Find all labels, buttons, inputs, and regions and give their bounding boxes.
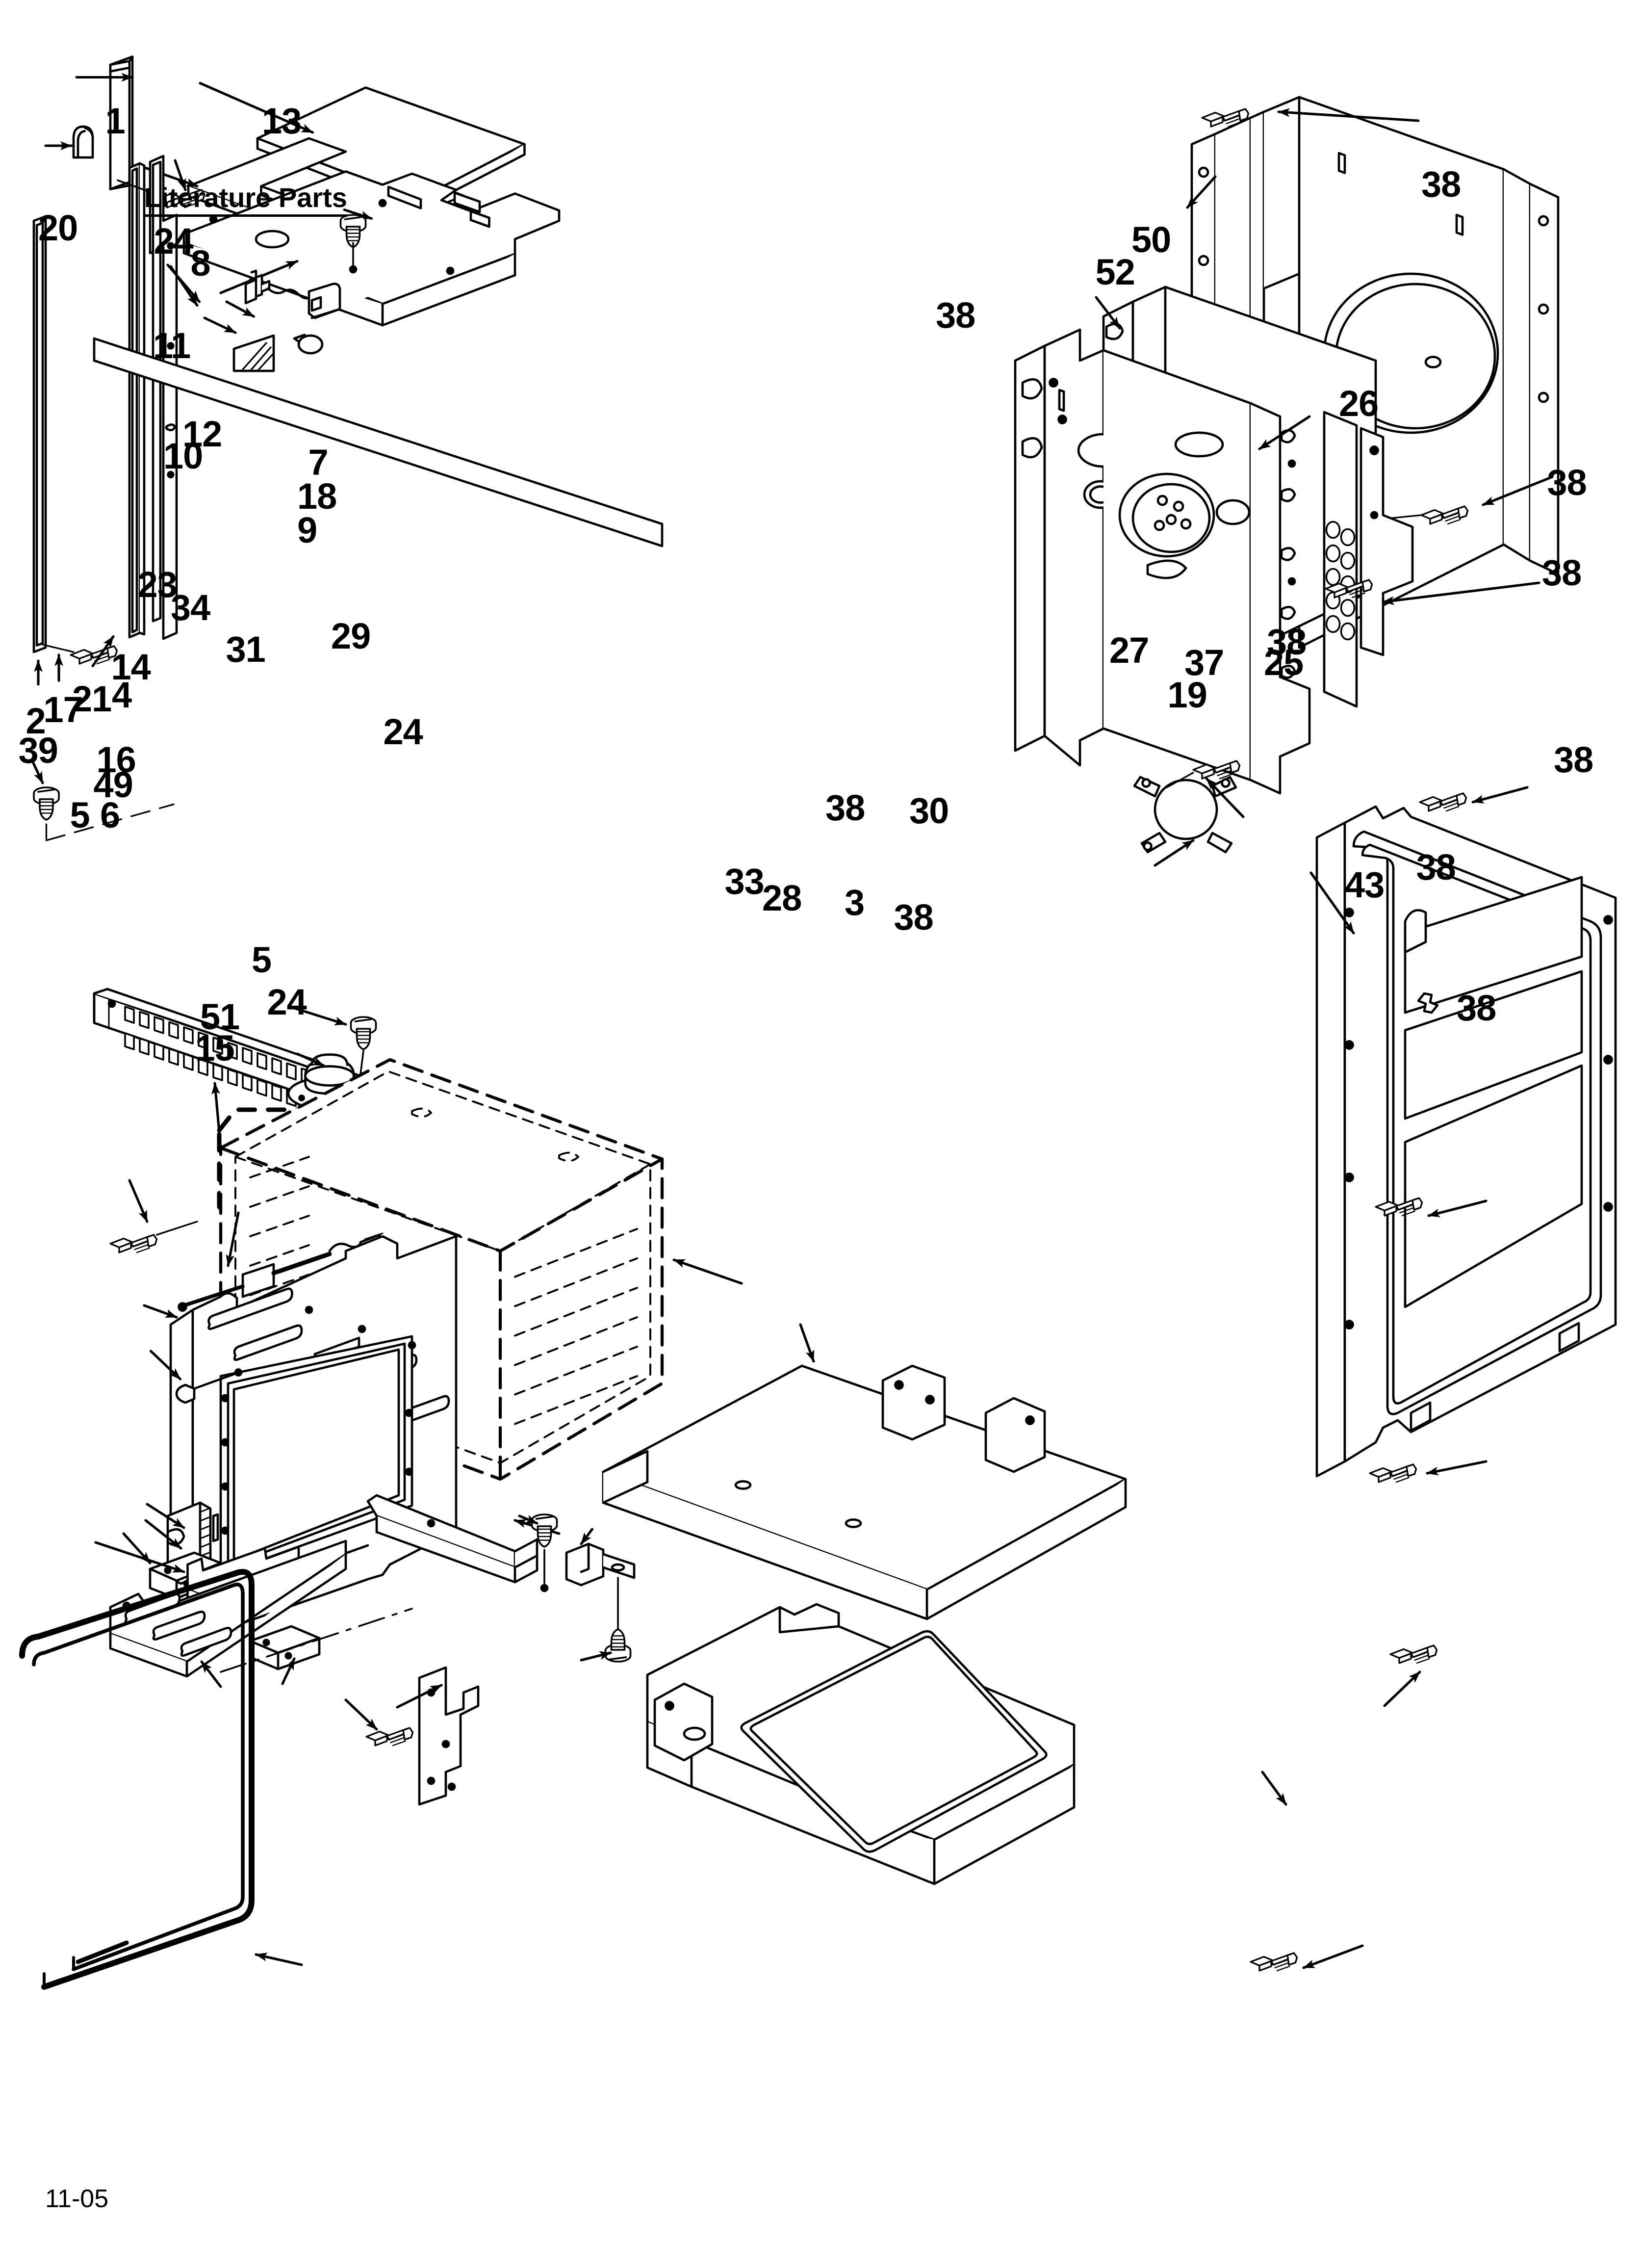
callout-50: 50 [1131, 219, 1171, 260]
callout-33: 33 [724, 860, 765, 902]
callout-38-side-b: 38 [1542, 552, 1582, 593]
callout-21: 21 [72, 678, 112, 719]
callout-38-pan: 38 [1416, 847, 1456, 887]
part-14-side-rail [149, 155, 178, 640]
callout-23: 23 [137, 564, 178, 605]
part-21-side-trim [128, 162, 146, 639]
callout-26: 26 [1339, 383, 1379, 424]
callout-43: 43 [1345, 864, 1385, 905]
callout-2: 2 [26, 700, 46, 741]
callout-38-shelf: 38 [936, 295, 975, 336]
screw-39 [34, 787, 59, 820]
part-43-bottom-pan [646, 1603, 1076, 1885]
part-4-pin [175, 1368, 243, 1404]
screw-38-panel-b [1370, 1464, 1416, 1482]
callout-52: 52 [1095, 251, 1135, 292]
callout-38-limiter: 38 [1267, 622, 1307, 662]
callout-29: 29 [331, 616, 371, 656]
part-19-deck-panel [602, 1364, 1127, 1620]
callout-28: 28 [762, 878, 802, 918]
callout-10: 10 [163, 435, 203, 476]
part-34-vent-grille [93, 337, 664, 547]
callout-25: 25 [1264, 642, 1304, 683]
screw-38-pan-bottom [1251, 1953, 1297, 1971]
callout-9: 9 [297, 510, 317, 550]
callout-5-lower: 5 [252, 939, 272, 980]
screw-28 [366, 1728, 413, 1746]
part-2-rod [32, 215, 47, 653]
callout-38-side-a: 38 [1547, 462, 1587, 503]
callout-39: 39 [18, 730, 58, 771]
callout-14: 14 [111, 647, 151, 687]
part-25-inner-panel [1315, 805, 1617, 1478]
screw-23 [110, 1235, 157, 1252]
callout-7: 7 [308, 442, 329, 483]
part-20-end-cap [72, 125, 94, 159]
callout-38-pan-bottom: 38 [1457, 987, 1496, 1028]
callout-49: 49 [93, 764, 133, 805]
callout-38-deck: 38 [1554, 739, 1593, 780]
callout-37: 37 [1184, 642, 1224, 683]
part-26-side-panel [1014, 328, 1414, 795]
part-5-block-lower [249, 1625, 321, 1670]
callout-3: 3 [845, 882, 865, 923]
callout-30: 30 [909, 790, 949, 831]
callout-34: 34 [171, 587, 210, 628]
callout-13: 13 [262, 101, 302, 141]
part-15-gasket [19, 1569, 255, 1990]
callout-19: 19 [1167, 675, 1207, 715]
callout-1: 1 [105, 101, 126, 141]
callout-27: 27 [1109, 629, 1149, 671]
callout-16: 16 [96, 739, 136, 780]
callout-24-lower: 24 [267, 981, 307, 1022]
callout-18: 18 [297, 476, 337, 517]
screw-18 [351, 1017, 376, 1049]
part-33-angle-rail [366, 1494, 539, 1584]
callout-6: 6 [100, 794, 120, 835]
screw-38-lower [606, 1629, 631, 1662]
group-label-literature-parts: Literature Parts [144, 184, 347, 217]
screw-17 [71, 646, 117, 664]
part-30-clip [565, 1542, 636, 1587]
callout-8: 8 [190, 242, 211, 284]
callout-38-lower: 38 [894, 897, 934, 938]
sheet-revision-code: 11-05 [45, 2185, 109, 2213]
screw-38-panel-a [1420, 793, 1466, 811]
callout-51: 51 [200, 996, 240, 1037]
callout-4: 4 [112, 675, 132, 715]
part-37-thermal-limiter [1133, 776, 1237, 854]
callout-24-cavity: 24 [383, 711, 423, 752]
callout-38-rear-top: 38 [1421, 164, 1461, 205]
callout-5-upper: 5 [70, 794, 90, 835]
callout-11: 11 [153, 325, 191, 366]
screw-38-pan-top [1390, 1645, 1437, 1663]
callout-31: 31 [226, 629, 266, 670]
part-3-bracket [418, 1666, 480, 1806]
callout-15: 15 [195, 1028, 235, 1069]
part-50-rear-panel [1190, 96, 1560, 649]
callout-24-rail: 24 [154, 220, 194, 261]
callout-20: 20 [38, 207, 78, 248]
callout-17: 17 [43, 689, 83, 730]
callout-12: 12 [182, 413, 222, 454]
part-51-trim-strip [109, 1539, 347, 1678]
callout-38-rail: 38 [825, 787, 865, 828]
